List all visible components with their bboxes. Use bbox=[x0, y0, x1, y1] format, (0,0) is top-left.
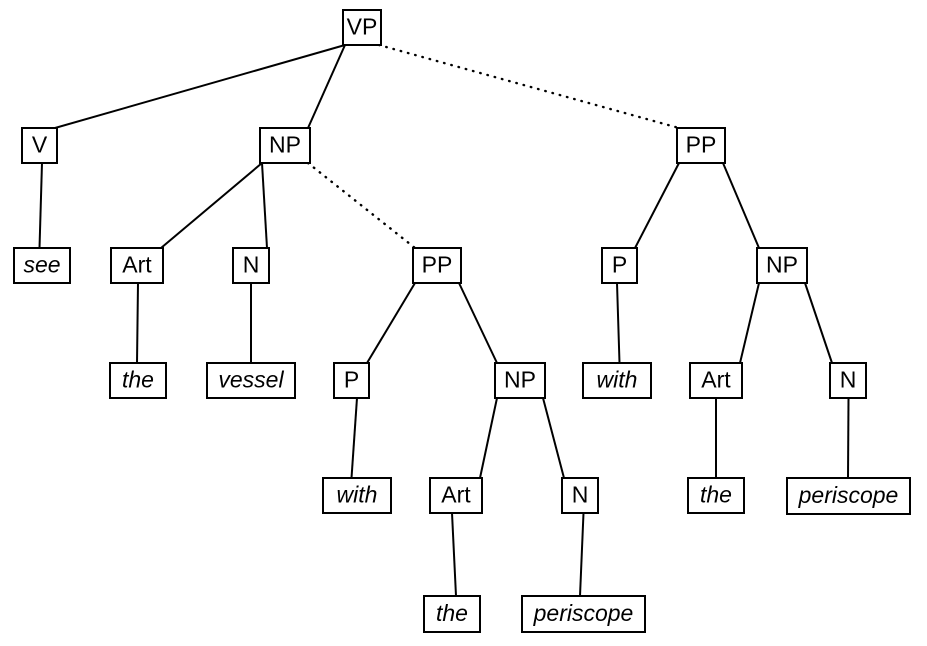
tree-edge-pp_left-to-np_left bbox=[458, 282, 498, 364]
node-label: with bbox=[337, 482, 378, 508]
node-box bbox=[110, 247, 164, 284]
tree-edge-p_left-to-with_l bbox=[350, 397, 358, 479]
node-label: Art bbox=[701, 367, 731, 393]
tree-edge-np1-to-art1 bbox=[160, 162, 263, 249]
category-node-vp[interactable]: VP bbox=[342, 9, 382, 46]
node-label: P bbox=[344, 367, 359, 393]
category-node-np_right[interactable]: NP bbox=[756, 247, 808, 284]
tree-edge-p_right-to-with_r bbox=[616, 282, 621, 364]
tree-edge-pp_right-to-np_right bbox=[722, 162, 760, 249]
node-label: PP bbox=[686, 132, 717, 158]
node-box bbox=[601, 247, 638, 284]
tree-edge-vp-to-np1 bbox=[307, 44, 346, 129]
node-label: VP bbox=[347, 14, 378, 40]
node-label: PP bbox=[422, 252, 453, 278]
tree-edge-np_left-to-n_l bbox=[542, 397, 565, 479]
node-label: the bbox=[436, 600, 468, 626]
category-node-pp_left[interactable]: PP bbox=[412, 247, 462, 284]
category-node-p_left[interactable]: P bbox=[333, 362, 370, 399]
leaf-node-vessel[interactable]: vessel bbox=[206, 362, 296, 399]
tree-edge-pp_left-to-p_left bbox=[366, 282, 416, 364]
tree-edge-vp-to-v bbox=[54, 44, 346, 129]
tree-edge-np_right-to-art_r bbox=[739, 282, 760, 364]
category-node-v[interactable]: V bbox=[21, 127, 58, 164]
node-box bbox=[342, 9, 382, 46]
node-label: Art bbox=[122, 252, 152, 278]
node-box bbox=[259, 127, 311, 164]
node-box bbox=[322, 477, 392, 514]
node-label: with bbox=[597, 367, 638, 393]
tree-edge-art1-to-the1 bbox=[136, 282, 139, 364]
leaf-node-with_r[interactable]: with bbox=[582, 362, 652, 399]
node-box bbox=[333, 362, 370, 399]
node-box bbox=[21, 127, 58, 164]
leaf-node-perisc_l[interactable]: periscope bbox=[521, 595, 646, 633]
node-label: the bbox=[700, 482, 732, 508]
node-box bbox=[206, 362, 296, 399]
node-label: N bbox=[840, 367, 857, 393]
node-label: NP bbox=[504, 367, 536, 393]
node-label: V bbox=[32, 132, 48, 158]
node-box bbox=[232, 247, 270, 284]
leaf-node-perisc_r[interactable]: periscope bbox=[786, 477, 911, 515]
tree-edge-np1-to-pp_left bbox=[306, 161, 417, 250]
node-label: NP bbox=[269, 132, 301, 158]
node-label: periscope bbox=[798, 482, 899, 508]
node-box bbox=[689, 362, 743, 399]
node-box bbox=[13, 247, 71, 284]
node-label: see bbox=[23, 252, 60, 278]
node-box bbox=[687, 477, 745, 514]
category-node-p_right[interactable]: P bbox=[601, 247, 638, 284]
node-box bbox=[109, 362, 167, 399]
node-label: N bbox=[243, 252, 260, 278]
node-label: Art bbox=[441, 482, 471, 508]
node-box bbox=[676, 127, 726, 164]
tree-edge-np_left-to-art_l bbox=[479, 397, 498, 479]
node-box bbox=[786, 477, 911, 515]
node-label: the bbox=[122, 367, 154, 393]
node-label: N bbox=[572, 482, 589, 508]
category-node-art_r[interactable]: Art bbox=[689, 362, 743, 399]
category-node-n_r[interactable]: N bbox=[829, 362, 867, 399]
node-label: vessel bbox=[218, 367, 284, 393]
tree-edge-pp_right-to-p_right bbox=[634, 162, 680, 249]
node-label: NP bbox=[766, 252, 798, 278]
leaf-node-see[interactable]: see bbox=[13, 247, 71, 284]
tree-edge-n_r-to-perisc_r bbox=[847, 397, 850, 479]
leaf-node-the1[interactable]: the bbox=[109, 362, 167, 399]
leaf-node-the_l[interactable]: the bbox=[423, 595, 481, 633]
category-node-pp_right[interactable]: PP bbox=[676, 127, 726, 164]
category-node-n_l[interactable]: N bbox=[561, 477, 599, 514]
category-node-art1[interactable]: Art bbox=[110, 247, 164, 284]
node-box bbox=[582, 362, 652, 399]
tree-edge-v-to-see bbox=[38, 162, 43, 249]
node-box bbox=[494, 362, 546, 399]
category-node-art_l[interactable]: Art bbox=[429, 477, 483, 514]
tree-edge-vp-to-pp_right bbox=[377, 43, 681, 130]
tree-edges-layer bbox=[38, 43, 850, 597]
tree-edge-n_l-to-perisc_l bbox=[579, 512, 585, 597]
node-box bbox=[756, 247, 808, 284]
node-box bbox=[561, 477, 599, 514]
node-box bbox=[429, 477, 483, 514]
tree-edge-np_right-to-n_r bbox=[804, 282, 833, 364]
tree-edge-art_l-to-the_l bbox=[451, 512, 457, 597]
node-box bbox=[412, 247, 462, 284]
node-box bbox=[829, 362, 867, 399]
node-label: P bbox=[612, 252, 627, 278]
node-label: periscope bbox=[533, 600, 634, 626]
category-node-n1[interactable]: N bbox=[232, 247, 270, 284]
leaf-node-with_l[interactable]: with bbox=[322, 477, 392, 514]
leaf-node-the_r[interactable]: the bbox=[687, 477, 745, 514]
node-box bbox=[423, 595, 481, 633]
node-box bbox=[521, 595, 646, 633]
category-node-np1[interactable]: NP bbox=[259, 127, 311, 164]
tree-edge-np1-to-n1 bbox=[261, 162, 268, 249]
category-node-np_left[interactable]: NP bbox=[494, 362, 546, 399]
